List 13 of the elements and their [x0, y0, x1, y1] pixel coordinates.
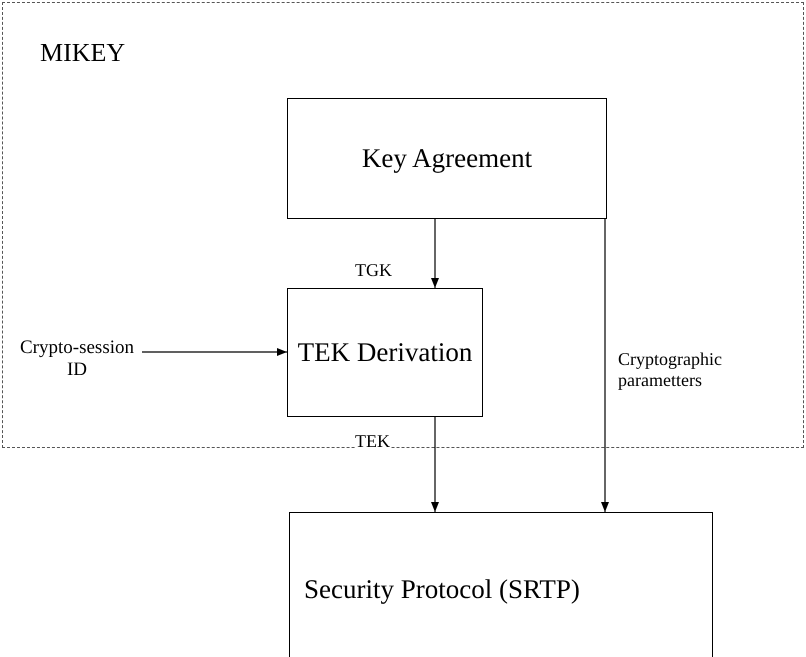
input-label-text: Crypto-session ID — [19, 337, 135, 381]
box-label: Security Protocol (SRTP) — [304, 573, 580, 606]
arrow — [142, 348, 287, 356]
process-box — [289, 512, 713, 657]
arrow — [601, 219, 609, 512]
process-box — [287, 288, 483, 417]
arrow — [431, 219, 439, 288]
box-label: Key Agreement — [362, 142, 532, 176]
arrow — [431, 417, 439, 512]
process-box — [287, 98, 607, 219]
dashed-boundary-box — [2, 2, 804, 448]
group-heading: MIKEY — [40, 37, 126, 69]
box-label: TEK Derivation — [298, 336, 472, 370]
